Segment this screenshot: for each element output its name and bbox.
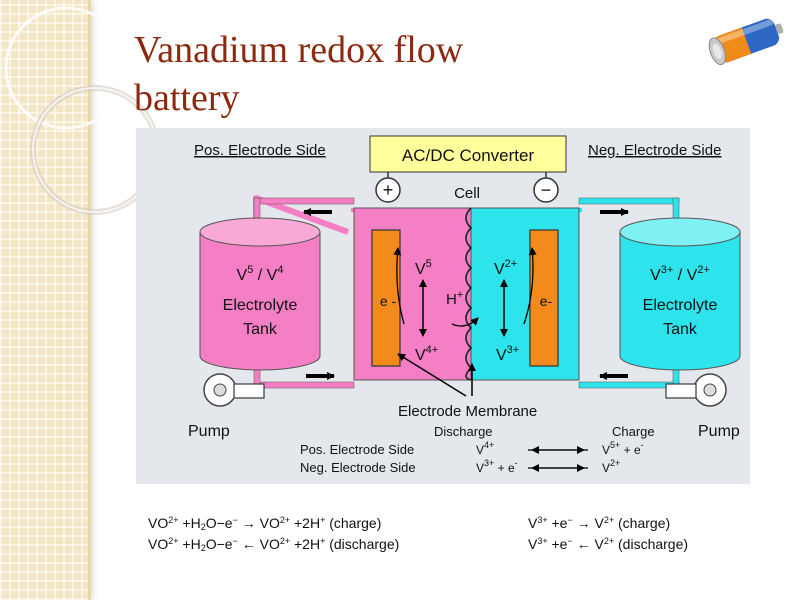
neg-charge-species: V2+ [602, 458, 620, 475]
negative-half-cell [470, 207, 580, 381]
right-cell-top-ion: V2+ [494, 258, 517, 278]
right-tank-label-line1: Electrolyte [643, 297, 718, 314]
negative-tank-lid [619, 217, 741, 247]
right-electron-curve-arrow [523, 247, 537, 325]
cell-label: Cell [454, 185, 480, 202]
positive-charge-equation: VO2+ +H2O−e− → VO2+ +2H+ (charge) [148, 515, 382, 532]
proton-transfer-arrow [451, 317, 479, 327]
right-pump-icon [665, 373, 727, 407]
right-tank-ions: V3+ / V2+ [650, 264, 710, 284]
left-tank-ions: V5 / V4 [237, 264, 284, 284]
legend-neg-electrode-side: Neg. Electrode Side [300, 460, 416, 475]
neg-discharge-species: V3+ + e- [476, 458, 518, 475]
proton-label: H+ [446, 289, 463, 308]
positive-electrolyte-tank [199, 232, 321, 371]
pos-pipe-bottom-horizontal [253, 381, 355, 389]
pos-pipe-top-horizontal [253, 197, 355, 205]
positive-terminal-icon [375, 177, 401, 203]
left-tank-label-line1: Electrolyte [223, 297, 298, 314]
discharge-label: Discharge [434, 424, 493, 439]
left-pump-label: Pump [188, 423, 230, 440]
pos-discharge-species: V4+ [476, 440, 494, 457]
vrfb-diagram: Pos. Electrode Side Neg. Electrode Side … [136, 128, 750, 484]
electrode-pointer-arrow [397, 353, 467, 397]
electrode-membrane-label: Electrode Membrane [398, 403, 537, 420]
left-pump-icon [203, 373, 265, 407]
charge-label: Charge [612, 424, 655, 439]
negative-terminal-symbol: − [541, 180, 552, 200]
negative-electrolyte-tank [619, 232, 741, 371]
ac-dc-converter-box [369, 135, 567, 173]
neg-electrode-side-header: Neg. Electrode Side [588, 142, 721, 159]
right-cell-bottom-ion: V3+ [496, 344, 519, 364]
left-cell-top-ion: V5 [415, 258, 432, 278]
legend-pos-electrode-side: Pos. Electrode Side [300, 442, 414, 457]
slide-title: Vanadium redox flow battery [134, 29, 464, 119]
positive-discharge-equation: VO2+ +H2O−e− ← VO2+ +2H+ (discharge) [148, 536, 400, 553]
neg-pipe-top-horizontal [578, 197, 680, 205]
left-electron-curve-arrow [393, 247, 405, 325]
right-tank-label-line2: Tank [663, 321, 698, 338]
pos-electrode-side-header: Pos. Electrode Side [194, 142, 326, 159]
negative-discharge-equation: V3+ +e− ← V2+ (discharge) [528, 536, 689, 552]
negative-terminal-icon [533, 177, 559, 203]
pos-charge-species: V5+ + e- [602, 440, 644, 457]
battery-icon [708, 18, 784, 66]
left-electron-label: e - [380, 293, 397, 309]
neg-pipe-bottom-horizontal [578, 381, 680, 389]
right-pump-label: Pump [698, 423, 740, 440]
positive-tank-lid [199, 217, 321, 247]
negative-charge-equation: V3+ +e− → V2+ (charge) [528, 515, 671, 531]
ac-dc-converter-label: AC/DC Converter [402, 146, 535, 165]
left-tank-label-line2: Tank [243, 321, 278, 338]
positive-terminal-symbol: + [383, 180, 394, 200]
right-electron-label: e- [540, 293, 553, 309]
ion-exchange-membrane [465, 207, 473, 381]
left-cell-bottom-ion: V4+ [415, 344, 438, 364]
